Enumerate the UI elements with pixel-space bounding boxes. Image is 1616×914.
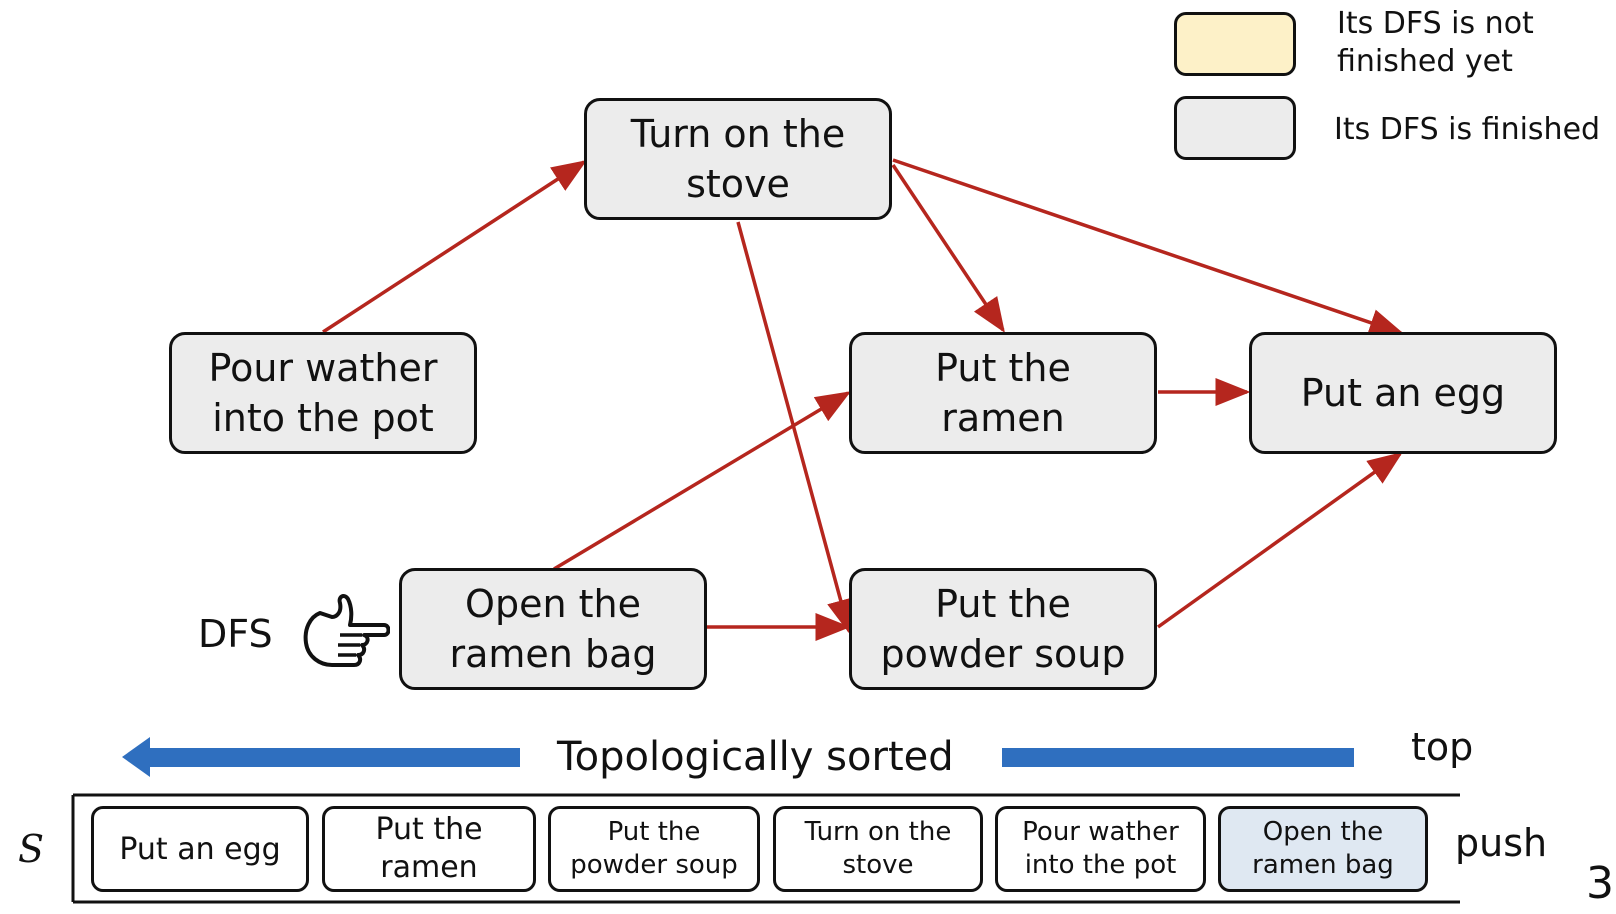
legend-finished-label: Its DFS is finished (1334, 112, 1601, 147)
sort-banner-label: Topologically sorted (557, 734, 954, 780)
edge-pour-to-stove (322, 160, 587, 334)
stack-item: Put the ramen (322, 806, 536, 892)
edge-powder-to-egg (1156, 451, 1403, 629)
node-put-egg: Put an egg (1249, 332, 1557, 454)
edge-stove-to-ramen (891, 164, 1005, 333)
node-put-powder: Put the powder soup (849, 568, 1157, 690)
stack-item: Turn on the stove (773, 806, 983, 892)
pointing-hand-icon (303, 594, 390, 667)
edge-bag-to-ramen (553, 391, 852, 571)
node-pour-water: Pour wather into the pot (169, 332, 477, 454)
edge-stove-to-egg (892, 158, 1405, 337)
node-put-ramen: Put the ramen (849, 332, 1157, 454)
sort-arrow-left-head (122, 737, 150, 777)
sort-arrow-right-bar (1002, 748, 1354, 767)
dfs-label: DFS (198, 612, 273, 656)
stack-top-label: top (1411, 725, 1474, 769)
node-open-bag: Open the ramen bag (399, 568, 707, 690)
stack-item: Pour wather into the pot (995, 806, 1206, 892)
legend-not-finished-label: Its DFS is not finished yet (1337, 6, 1534, 79)
stack-item-top: Open the ramen bag (1218, 806, 1428, 892)
legend-not-finished-swatch (1174, 12, 1296, 76)
page-number: 3 (1586, 858, 1614, 909)
stack-item: Put the powder soup (548, 806, 760, 892)
stack-name: S (18, 827, 45, 871)
stack-item: Put an egg (91, 806, 309, 892)
sort-arrow-left-shaft (142, 748, 520, 767)
node-turn-on-stove: Turn on the stove (584, 98, 892, 220)
legend-finished-swatch (1174, 96, 1296, 160)
stack-push-label: push (1455, 821, 1548, 865)
